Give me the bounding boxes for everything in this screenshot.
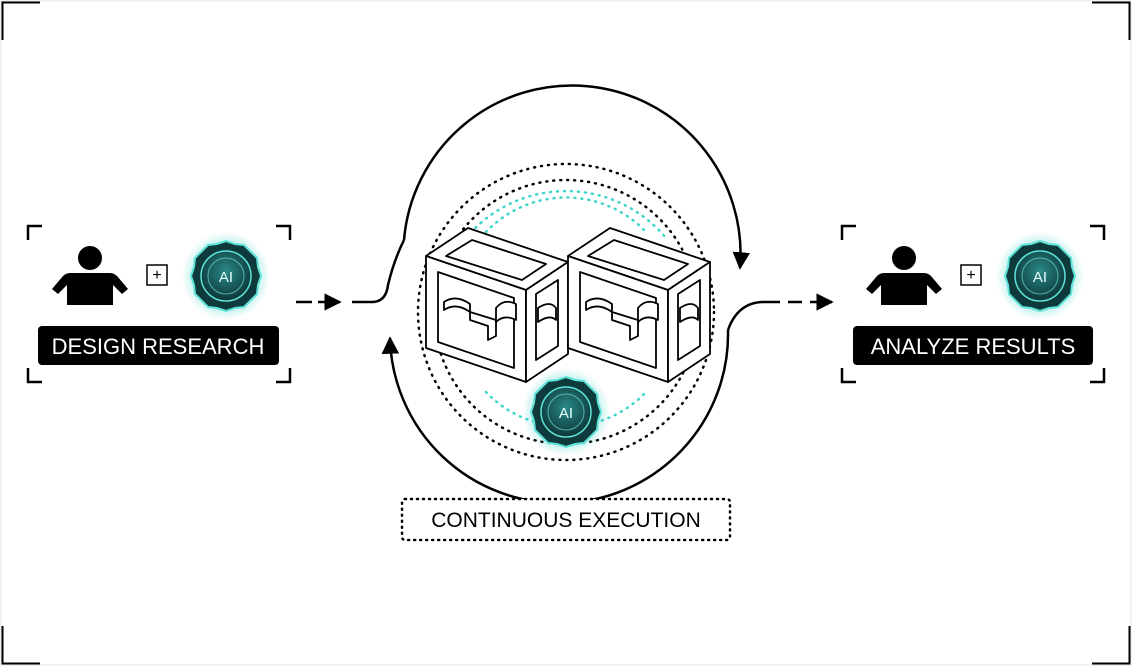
- teal-signal-arcs: [464, 189, 668, 428]
- ai-badge-icon: AI: [521, 367, 611, 457]
- ai-badge-text: AI: [1033, 269, 1047, 286]
- design-research-text: DESIGN RESEARCH: [52, 334, 265, 359]
- ai-badge-icon: AI: [181, 231, 271, 321]
- plus-symbol: +: [152, 267, 161, 284]
- left-stage-brackets: [26, 224, 292, 384]
- left-stage: + AI DESIGN RESEARCH: [26, 224, 292, 384]
- ai-badge-icon: AI: [995, 231, 1085, 321]
- right-stage-brackets: [840, 224, 1106, 384]
- continuous-execution-text: CONTINUOUS EXECUTION: [431, 509, 701, 532]
- ai-badge-text: AI: [219, 269, 233, 286]
- center-stage: AI CONTINUOUS EXECUTION: [381, 84, 751, 542]
- ai-badge-text: AI: [559, 405, 573, 422]
- right-stage: + AI ANALYZE RESULTS: [840, 224, 1106, 384]
- lab-automation-module-icon: [425, 227, 711, 383]
- person-icon: [52, 246, 128, 305]
- continuous-execution-caption: CONTINUOUS EXECUTION: [400, 497, 732, 542]
- right-connector-arrow: [726, 293, 834, 331]
- design-research-label: DESIGN RESEARCH: [38, 326, 279, 365]
- plus-box: +: [960, 264, 982, 286]
- analyze-results-text: ANALYZE RESULTS: [871, 334, 1076, 359]
- left-connector-arrow: [296, 239, 406, 311]
- dotted-ring-outer: [416, 162, 716, 462]
- plus-box: +: [146, 264, 168, 286]
- analyze-results-label: ANALYZE RESULTS: [853, 326, 1093, 365]
- person-icon: [866, 246, 942, 305]
- plus-symbol: +: [966, 267, 975, 284]
